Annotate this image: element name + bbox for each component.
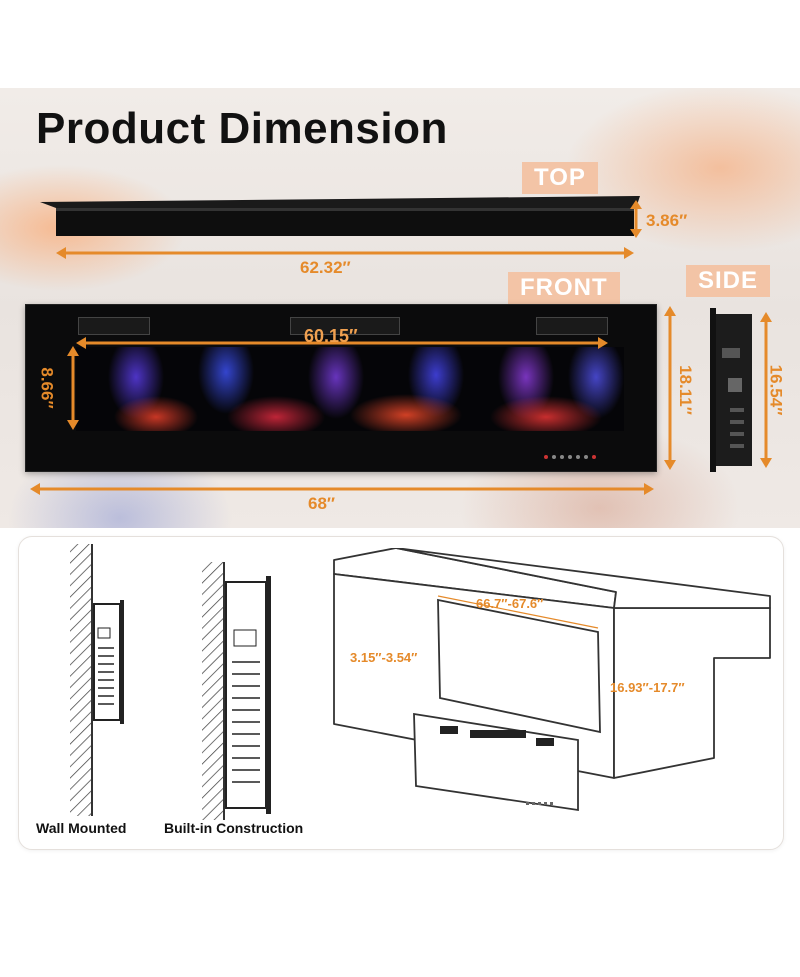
recess-depth-label: 3.15″-3.54″ [350, 650, 418, 665]
page-title: Product Dimension [36, 104, 448, 153]
top-depth-label: 3.86″ [646, 211, 688, 230]
top-depth-arrow [630, 200, 642, 238]
wall-mounted-caption: Wall Mounted [36, 820, 127, 836]
recess-drawing [333, 548, 771, 812]
control-buttons [544, 455, 604, 461]
front-height-arrow [664, 306, 676, 470]
side-view-drawing [710, 308, 752, 472]
side-view-label: SIDE [686, 265, 771, 297]
top-view-label: TOP [522, 162, 598, 194]
center-vent [290, 317, 400, 335]
built-in-caption: Built-in Construction [164, 820, 304, 836]
front-height-label: 18.11″ [675, 365, 695, 415]
top-width-arrow [56, 247, 634, 259]
wall-mounted-drawing [70, 544, 124, 816]
side-height-label: 16.54″ [766, 364, 786, 416]
recess-height-label: 16.93″-17.7″ [610, 680, 685, 695]
front-inner-width-label: 60.15″ [304, 326, 358, 346]
top-width-label: 62.32″ [300, 258, 351, 277]
side-height-arrow [760, 312, 772, 468]
side-view-unit [710, 308, 756, 472]
left-vent [78, 317, 150, 335]
front-width-arrow [30, 483, 654, 495]
front-width-label: 68″ [308, 494, 336, 513]
front-inner-height-label: 8.66″ [37, 367, 57, 409]
flame-display [76, 347, 624, 431]
fireplace-front [25, 304, 657, 472]
recess-width-label: 66.7″-67.6″ [476, 596, 544, 611]
front-inner-width-arrow [76, 337, 608, 349]
right-vent [536, 317, 608, 335]
top-view-unit [40, 196, 640, 238]
built-in-drawing [202, 562, 271, 820]
front-view-label: FRONT [508, 272, 620, 304]
front-inner-height-arrow [67, 346, 79, 430]
top-view-drawing [40, 196, 640, 236]
